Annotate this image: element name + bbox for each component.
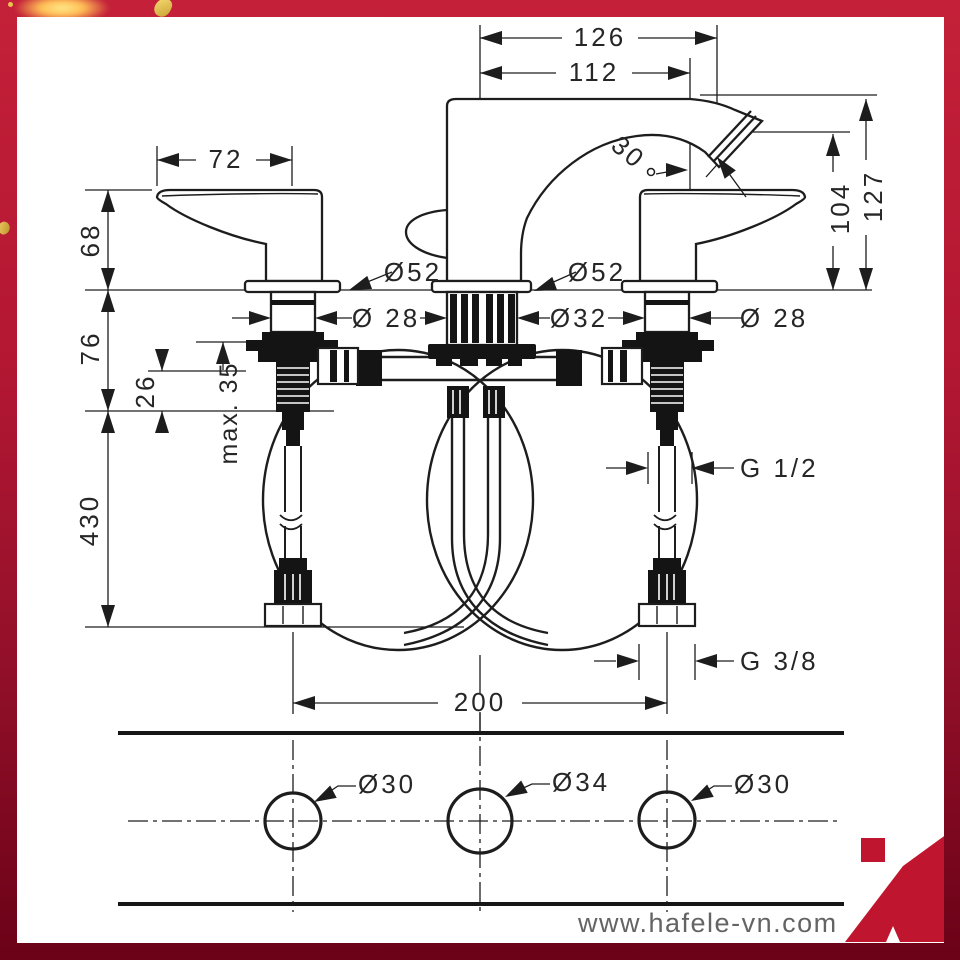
left-handle <box>155 188 324 283</box>
confetti-dot-icon <box>8 2 13 7</box>
right-escutcheon <box>620 279 719 294</box>
left-angle-valve <box>316 346 360 386</box>
dim-label-76: 76 <box>75 331 105 366</box>
left-escutcheon <box>243 279 342 294</box>
dim-label-g38: G 3/8 <box>740 646 819 676</box>
center-shank <box>445 290 519 347</box>
dim-label-126: 126 <box>574 22 626 52</box>
degree-symbol <box>646 167 656 177</box>
dim-label-127: 127 <box>858 170 888 222</box>
thread-lines <box>277 367 683 600</box>
center-escutcheon <box>430 279 533 294</box>
plan-view <box>118 712 844 916</box>
hole-left <box>263 791 323 851</box>
spout-body <box>445 97 764 283</box>
hafele-a-logo-icon <box>845 836 944 942</box>
hole-label-o30-right: Ø30 <box>734 769 792 799</box>
faucet-front-view <box>155 97 807 347</box>
spout-lever <box>404 208 448 260</box>
deck-plate-edges <box>118 731 844 906</box>
left-shank <box>269 290 317 334</box>
watermark-text: www.hafele-vn.com <box>577 908 838 938</box>
dim-label-112: 112 <box>569 57 619 87</box>
dim-label-430: 430 <box>74 494 104 546</box>
centerlines <box>128 712 840 916</box>
dim-label-200: 200 <box>454 687 506 717</box>
dim-label-o28-right: Ø 28 <box>740 303 808 333</box>
aerator-line <box>707 110 752 158</box>
dim-label-68: 68 <box>75 223 105 258</box>
right-shank <box>643 290 691 334</box>
dim-label-o52-center: Ø52 <box>568 257 626 287</box>
left-hose-nut <box>263 602 323 628</box>
dim-label-26: 26 <box>130 374 160 409</box>
hole-label-o34: Ø34 <box>552 767 610 797</box>
dim-label-104: 104 <box>825 182 855 234</box>
right-handle <box>638 188 807 283</box>
dim-label-max35: max. 35 <box>215 362 243 465</box>
under-deck-assembly <box>246 332 714 628</box>
right-hose-nut <box>637 602 697 628</box>
dim-label-g12: G 1/2 <box>740 453 819 483</box>
aerator-line <box>712 115 757 163</box>
hose-loops <box>261 348 699 652</box>
dim-label-o32: Ø32 <box>550 303 608 333</box>
hole-right <box>637 790 697 850</box>
shank-details <box>271 294 689 343</box>
dim-label-o52-left: Ø52 <box>384 257 442 287</box>
pipe-break-marks <box>279 512 680 531</box>
dimension-arrows <box>101 31 873 802</box>
dim-label-o28-left: Ø 28 <box>352 303 420 333</box>
hole-center <box>446 787 514 855</box>
dim-label-72: 72 <box>209 144 244 174</box>
dimension-labels: 126 112 72 30 68 76 26 max. 35 430 127 1… <box>74 22 888 799</box>
hole-label-o30-left: Ø30 <box>358 769 416 799</box>
